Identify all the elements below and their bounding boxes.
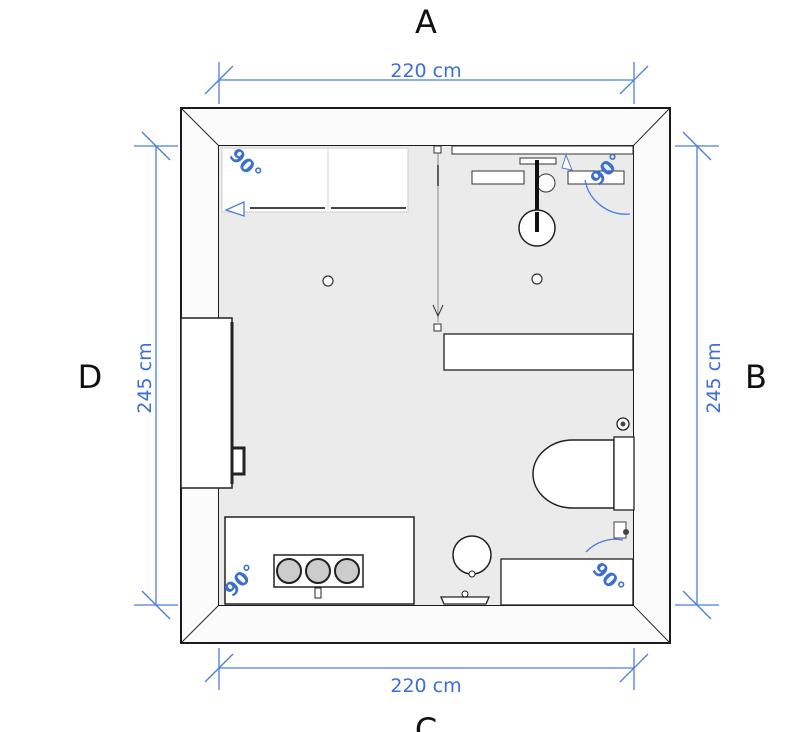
shower [451,145,634,247]
wardrobe [221,147,409,213]
low-cabinet [500,558,634,606]
washing-machine [224,516,415,605]
dimension-left [134,131,178,620]
dimension-left-label: 245 cm [134,342,156,413]
ceiling-light-icon [322,275,334,287]
side-cabinet [180,317,246,489]
arrow-icon [224,200,245,217]
wall-label-bottom: C [415,711,437,732]
wash-basin [440,535,492,605]
toilet-brush-icon [613,521,629,539]
angle-arc-bottom-right [585,538,624,553]
dimension-top [204,62,649,104]
glass-partition [432,145,444,332]
toilet [532,417,635,511]
dimension-bottom-label: 220 cm [390,675,461,697]
wall-label-top: A [415,3,437,41]
dimension-right [675,131,719,620]
angle-arc-top-right [584,179,631,215]
ceiling-light-icon [531,273,543,285]
dimension-top-label: 220 cm [390,60,461,82]
arrow-icon [561,153,573,171]
dimension-bottom [204,648,649,690]
wall-label-right: B [745,358,767,396]
shower-ledge [443,333,634,371]
dimension-right-label: 245 cm [703,342,725,413]
wall-label-left: D [78,358,103,396]
